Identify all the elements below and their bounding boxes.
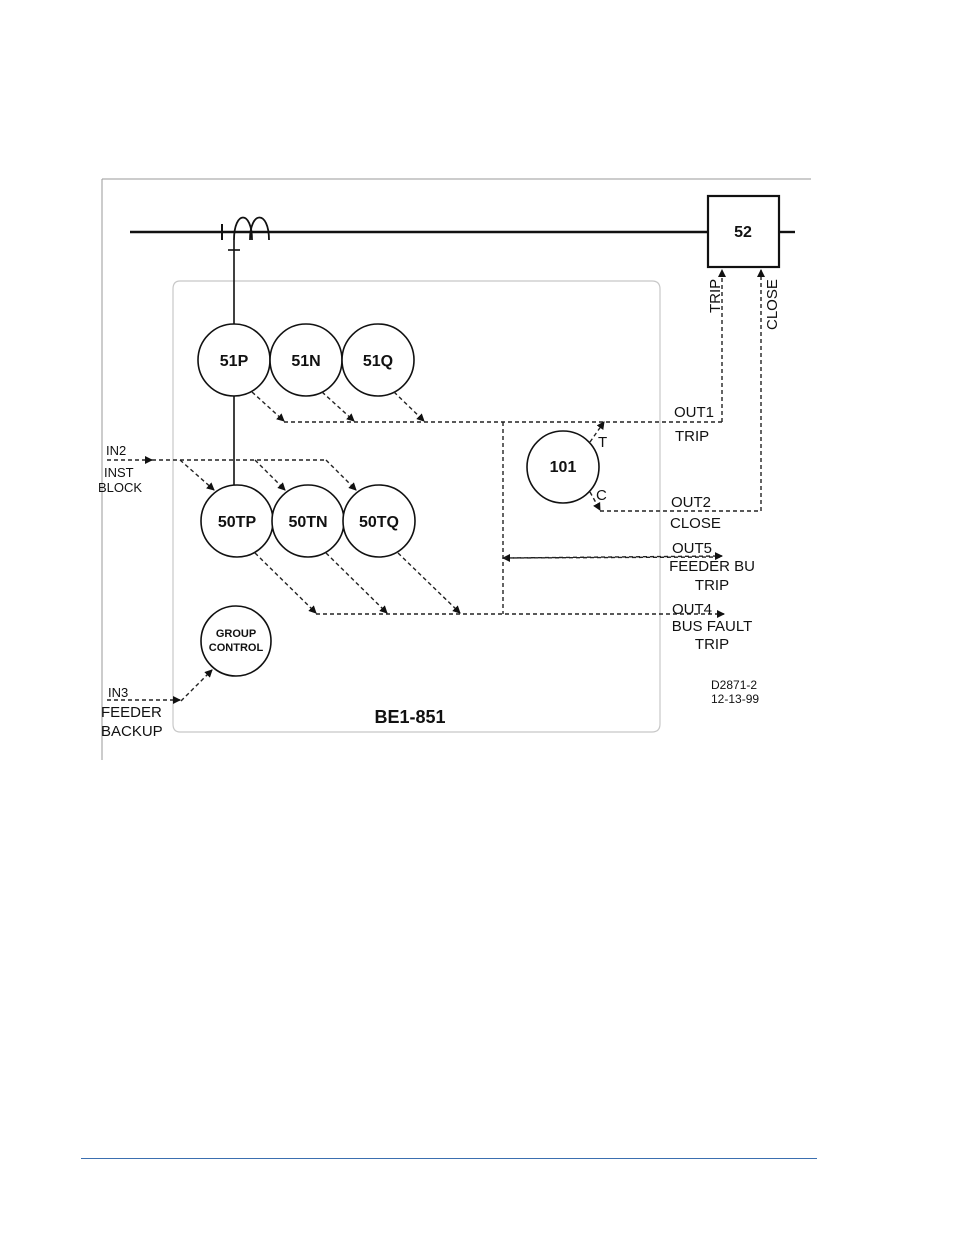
relay-51q-label: 51Q (363, 353, 393, 370)
group-control-circle (200, 605, 272, 677)
relay-50tq-circle (342, 484, 416, 558)
relay-50tn-label: 50TN (288, 514, 327, 531)
relay-51n-label: 51N (291, 353, 320, 370)
out1-desc: TRIP (675, 428, 709, 445)
relay-51p-label: 51P (220, 353, 249, 370)
out2-desc: CLOSE (670, 515, 721, 532)
relay-boundary (172, 280, 661, 733)
breaker-close-label: CLOSE (764, 279, 781, 330)
out4-label: OUT4 (672, 601, 712, 618)
relay-101-circle (526, 430, 600, 504)
group-control-label-1: GROUP (216, 628, 256, 640)
breaker-trip-label: TRIP (707, 279, 724, 313)
footer-rule (81, 1158, 817, 1159)
in3-label: IN3 (108, 685, 128, 700)
figure-id: D2871-2 (711, 678, 757, 692)
out4-desc-1: BUS FAULT (672, 618, 753, 635)
relay-101-label: 101 (550, 459, 577, 476)
in3-desc-1: FEEDER (101, 704, 162, 721)
out5-desc-1: FEEDER BU (669, 558, 755, 575)
relay-50tq-label: 50TQ (359, 514, 399, 531)
in2-desc-2: BLOCK (98, 480, 142, 495)
in3-desc-2: BACKUP (101, 723, 163, 740)
logic-connections (107, 269, 765, 704)
out1-label: OUT1 (674, 404, 714, 421)
figure-date: 12-13-99 (711, 692, 759, 706)
in2-desc-1: INST (104, 465, 134, 480)
out5-desc-2: TRIP (695, 577, 729, 594)
figure-frame (101, 178, 811, 760)
current-transformer-symbol (221, 216, 270, 486)
out2-label: OUT2 (671, 494, 711, 511)
relay-101-c-label: C (596, 487, 607, 504)
group-control-label-2: CONTROL (209, 642, 264, 654)
breaker-label: 52 (734, 224, 752, 241)
relay-50tp-label: 50TP (218, 514, 257, 531)
relay-51q-circle (341, 323, 415, 397)
out5-label: OUT5 (672, 540, 712, 557)
breaker-52: 52 (706, 194, 781, 269)
out4-desc-2: TRIP (695, 636, 729, 653)
in2-label: IN2 (106, 443, 126, 458)
relay-title: BE1-851 (374, 707, 445, 727)
relay-101-t-label: T (598, 434, 607, 451)
